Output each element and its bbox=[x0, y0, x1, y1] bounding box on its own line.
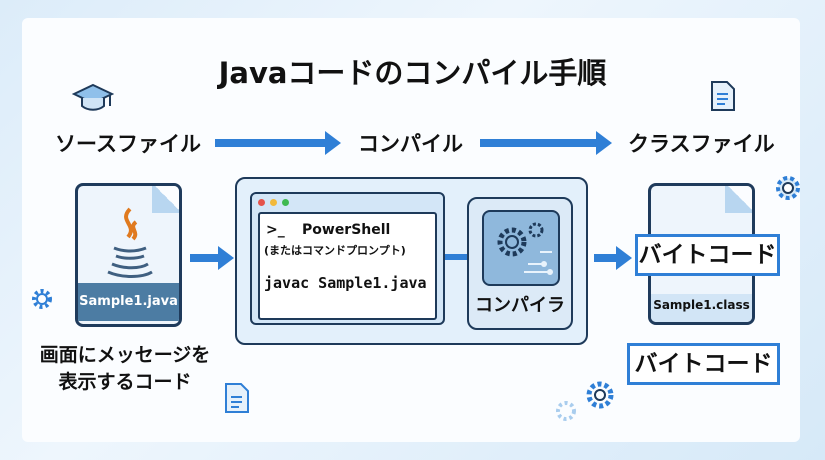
window-close-dot bbox=[258, 199, 265, 206]
window-minimize-dot bbox=[270, 199, 277, 206]
compiler-chip bbox=[482, 210, 560, 286]
terminal-alt-name: (またはコマンドプロンプト) bbox=[264, 244, 406, 257]
document-icon bbox=[711, 81, 735, 111]
bytecode-label: バイトコード bbox=[635, 234, 780, 276]
java-source-file: Sample1.java bbox=[75, 183, 182, 327]
bytecode-label-bottom: バイトコード bbox=[627, 343, 780, 385]
caption-line: 画面にメッセージを bbox=[39, 344, 211, 366]
gear-icon bbox=[32, 289, 52, 309]
gears-icon bbox=[497, 222, 553, 275]
step-compile-label: コンパイル bbox=[358, 132, 463, 156]
java-logo-icon bbox=[107, 207, 153, 278]
prompt-icon: >_ bbox=[266, 222, 285, 238]
terminal-command: javac Sample1.java bbox=[264, 274, 427, 292]
terminal-app-name: PowerShell bbox=[302, 222, 391, 238]
arrow-icon bbox=[480, 131, 612, 155]
window-maximize-dot bbox=[282, 199, 289, 206]
graduation-cap-icon bbox=[72, 83, 114, 111]
java-file-name: Sample1.java bbox=[78, 283, 179, 321]
step-class-label: クラスファイル bbox=[628, 132, 775, 156]
gear-icon bbox=[556, 401, 576, 421]
arrow-icon bbox=[190, 246, 234, 270]
class-file-name: Sample1.class bbox=[653, 298, 750, 312]
connector bbox=[445, 254, 467, 260]
source-caption: 画面にメッセージを表示するコード bbox=[30, 342, 220, 396]
arrow-icon bbox=[594, 246, 632, 270]
arrow-icon bbox=[215, 131, 341, 155]
step-source-label: ソースファイル bbox=[55, 132, 201, 156]
caption-line: 表示するコード bbox=[58, 371, 192, 393]
terminal-content: >_ PowerShell (またはコマンドプロンプト) javac Sampl… bbox=[258, 212, 437, 320]
gear-icon bbox=[586, 381, 614, 409]
page-title: Javaコードのコンパイル手順 bbox=[218, 56, 607, 90]
document-icon bbox=[225, 383, 249, 413]
gear-icon bbox=[776, 176, 800, 200]
compiler-label: コンパイラ bbox=[475, 295, 565, 316]
